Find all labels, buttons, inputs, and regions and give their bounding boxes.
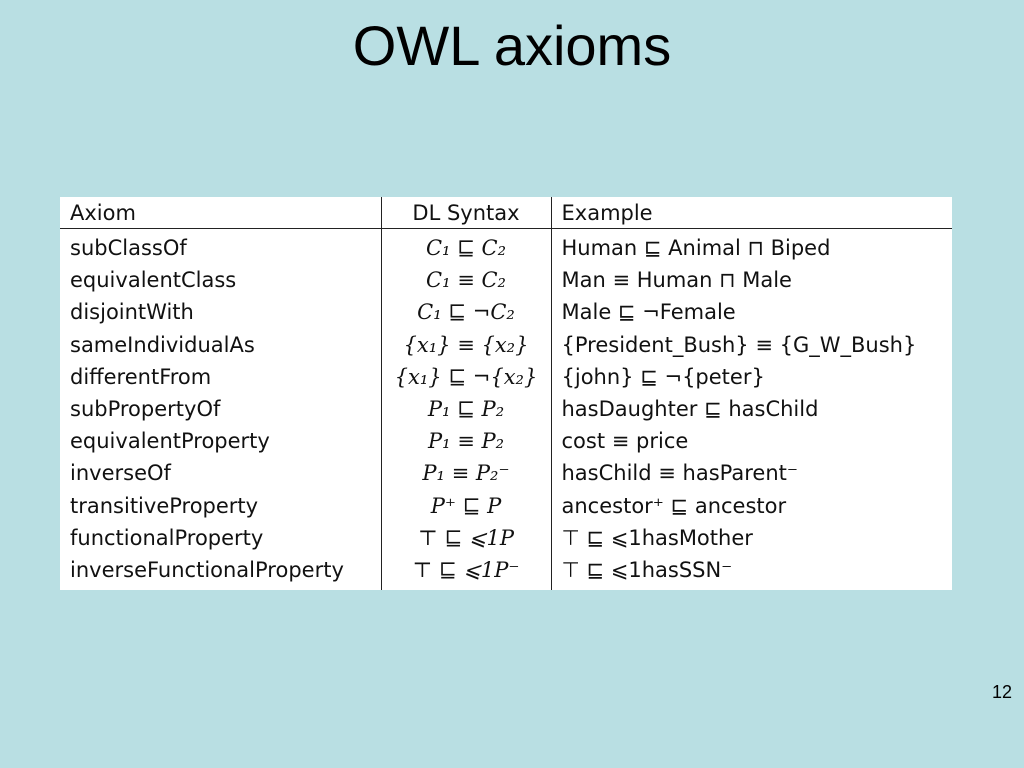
table-header-row: Axiom DL Syntax Example (60, 197, 952, 229)
axiom-cell: sameIndividualAs (60, 328, 382, 361)
example-cell: ancestor⁺ ⊑ ancestor (561, 493, 787, 518)
axiom-cell: differentFrom (60, 360, 382, 393)
axiom-cell: subPropertyOf (60, 392, 382, 426)
example-cell: Male ⊑ ¬Female (561, 300, 736, 325)
axiom-cell: inverseFunctionalProperty (60, 553, 382, 591)
slide-title: OWL axioms (352, 14, 672, 77)
axiom-cell: equivalentClass (60, 264, 382, 297)
table-row: sameIndividualAs{x₁} ≡ {x₂} {President_Bu… (60, 328, 952, 361)
axiom-cell: disjointWith (60, 296, 382, 329)
table-row: differentFrom{x₁} ⊑ ¬{x₂} {john} ⊑ ¬{pete… (60, 360, 952, 393)
example-cell: ⊤ ⊑ ⩽1hasMother (561, 525, 753, 550)
axiom-cell: equivalentProperty (60, 425, 382, 458)
example-cell: hasChild ≡ hasParent⁻ (561, 461, 798, 486)
dl-syntax-cell: C₁ ⊑ C₂ (381, 228, 552, 265)
dl-syntax-cell: {x₁} ≡ {x₂} (381, 328, 552, 361)
table-header: Axiom DL Syntax Example (60, 197, 952, 229)
example-cell: {President_Bush} ≡ {G_W_Bush} (561, 332, 917, 357)
dl-syntax-cell: C₁ ⊑ ¬C₂ (381, 296, 552, 329)
example-cell: Man ≡ Human ⊓ Male (561, 268, 792, 293)
dl-syntax-cell: P⁺ ⊑ P (381, 489, 552, 522)
dl-syntax-cell: C₁ ≡ C₂ (381, 264, 552, 297)
table-row: functionalProperty⊤ ⊑ ⩽1P ⊤ ⊑ ⩽1hasMother (60, 521, 952, 554)
axiom-cell: transitiveProperty (60, 489, 382, 522)
example-cell: ⊤ ⊑ ⩽1hasSSN⁻ (561, 557, 733, 582)
dl-syntax-cell: P₁ ≡ P₂⁻ (381, 457, 552, 490)
dl-syntax-cell: P₁ ≡ P₂ (381, 425, 552, 458)
axiom-cell: subClassOf (60, 228, 382, 265)
header-example: Example (551, 197, 952, 229)
dl-syntax-cell: P₁ ⊑ P₂ (381, 392, 552, 426)
example-cell: Human ⊑ Animal ⊓ Biped (561, 236, 831, 261)
header-axiom: Axiom (60, 197, 382, 229)
example-cell: hasDaughter ⊑ hasChild (561, 397, 819, 422)
axiom-cell: functionalProperty (60, 521, 382, 554)
dl-syntax-cell: ⊤ ⊑ ⩽1P⁻ (381, 553, 552, 591)
example-cell: {john} ⊑ ¬{peter} (561, 364, 765, 389)
example-cell: cost ≡ price (561, 429, 689, 454)
dl-syntax-cell: {x₁} ⊑ ¬{x₂} (381, 360, 552, 393)
axiom-cell: inverseOf (60, 457, 382, 490)
header-dl-syntax: DL Syntax (381, 197, 552, 229)
table-row: inverseFunctionalProperty⊤ ⊑ ⩽1P⁻ ⊤ ⊑ ⩽1h… (60, 553, 952, 591)
page-number: 12 (991, 682, 1012, 702)
dl-syntax-cell: ⊤ ⊑ ⩽1P (381, 521, 552, 554)
